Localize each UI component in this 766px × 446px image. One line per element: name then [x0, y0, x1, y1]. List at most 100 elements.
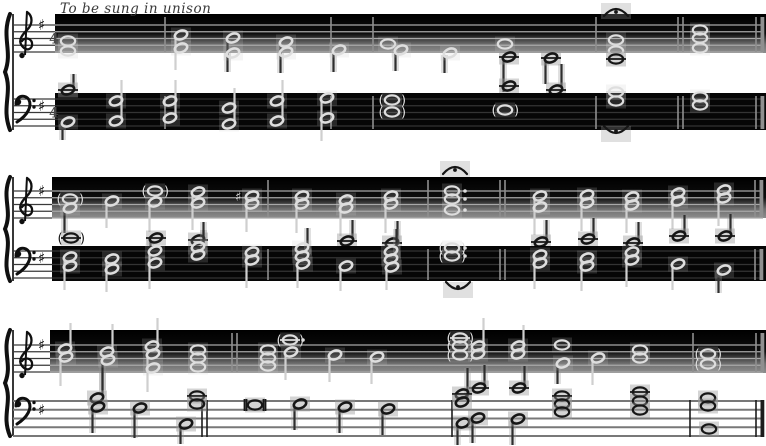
brace	[2, 12, 12, 132]
direction-text: To be sung in unison	[60, 1, 212, 17]
sharp-accidental: ♯	[235, 190, 241, 205]
half-notehead	[190, 186, 206, 198]
half-notehead	[100, 354, 116, 366]
whole-notehead	[62, 232, 80, 244]
half-notehead	[147, 257, 163, 269]
paren-left: (	[439, 250, 444, 265]
augmentation-dot	[463, 197, 467, 201]
whole-notehead	[691, 91, 709, 103]
breve-notehead	[246, 399, 264, 411]
time-signature: 4	[49, 106, 59, 122]
half-notehead	[104, 263, 120, 275]
final-barline	[760, 333, 765, 372]
key-signature-sharp: ♯	[38, 16, 45, 34]
whole-notehead	[259, 344, 277, 356]
final-barline	[759, 249, 764, 280]
final-barline	[760, 96, 765, 129]
bass-clef-icon	[32, 98, 36, 103]
final-barline	[760, 400, 765, 437]
whole-notehead	[443, 250, 461, 262]
half-notehead	[190, 197, 206, 209]
key-signature-sharp: ♯	[38, 97, 45, 115]
half-notehead	[104, 253, 120, 265]
augmentation-dot	[463, 246, 467, 250]
bass-clef-icon	[14, 396, 32, 426]
fermata-icon	[614, 10, 618, 14]
half-notehead	[244, 254, 260, 266]
half-notehead	[108, 95, 124, 107]
half-notehead	[393, 44, 409, 56]
bass-clef-icon	[32, 257, 36, 261]
paren-left: (	[695, 358, 700, 373]
whole-notehead	[189, 344, 207, 356]
whole-notehead	[607, 45, 625, 57]
half-notehead	[173, 42, 189, 54]
bass-clef-icon	[32, 400, 36, 405]
whole-notehead	[631, 352, 649, 364]
treble-staff-1: ♯4	[13, 3, 766, 98]
half-notehead	[147, 196, 163, 208]
fermata-icon	[441, 165, 469, 176]
half-notehead	[90, 401, 106, 413]
half-notehead	[190, 249, 206, 261]
whole-notehead	[379, 38, 397, 50]
half-notehead	[717, 230, 733, 242]
half-notehead	[532, 201, 548, 213]
treble-clef-icon	[24, 331, 28, 376]
paren-left: (	[439, 242, 444, 257]
half-notehead	[145, 348, 161, 360]
fermata-icon	[602, 124, 630, 135]
whole-notehead	[553, 339, 571, 351]
half-notehead	[104, 195, 120, 207]
treble-clef-icon	[19, 176, 34, 217]
whole-notehead	[443, 185, 461, 197]
paren-right: )	[401, 94, 406, 109]
paren-left: (	[695, 348, 700, 363]
whole-notehead	[443, 242, 461, 254]
half-notehead	[671, 230, 687, 242]
half-notehead	[338, 202, 354, 214]
whole-notehead	[188, 398, 206, 410]
whole-notehead	[607, 34, 625, 46]
half-notehead	[292, 398, 308, 410]
fermata-icon	[614, 129, 618, 133]
augmentation-dot	[463, 208, 467, 212]
half-notehead	[221, 102, 237, 114]
augmentation-dot	[463, 254, 467, 258]
half-notehead	[295, 258, 311, 270]
augmentation-dot	[301, 338, 305, 342]
whole-notehead	[691, 99, 709, 111]
half-notehead	[579, 197, 595, 209]
staff-band	[55, 14, 766, 53]
paren-left: (	[447, 340, 452, 355]
whole-notehead	[699, 358, 717, 370]
bass-clef-icon	[32, 105, 36, 109]
half-notehead	[147, 245, 163, 257]
whole-notehead	[146, 185, 164, 197]
half-notehead	[716, 264, 732, 276]
half-notehead	[337, 401, 353, 413]
half-notehead	[510, 348, 526, 360]
paren-right: )	[717, 348, 722, 363]
fermata-icon	[453, 168, 457, 172]
fermata-icon	[602, 7, 630, 18]
whole-notehead	[383, 94, 401, 106]
half-notehead	[624, 254, 640, 266]
augmentation-dot	[463, 189, 467, 193]
paren-left: (	[58, 232, 63, 247]
bass-clef-icon	[32, 250, 36, 255]
paren-right: )	[401, 106, 406, 121]
whole-notehead	[443, 204, 461, 216]
paren-right: )	[80, 232, 85, 247]
brace	[2, 328, 12, 438]
half-notehead	[178, 418, 194, 430]
whole-notehead	[699, 392, 717, 404]
paren-right: )	[717, 358, 722, 373]
half-notehead	[455, 417, 471, 429]
paren-right: )	[79, 193, 84, 208]
whole-notehead	[553, 398, 571, 410]
half-notehead	[384, 261, 400, 273]
half-notehead	[338, 260, 354, 272]
whole-notehead	[607, 95, 625, 107]
